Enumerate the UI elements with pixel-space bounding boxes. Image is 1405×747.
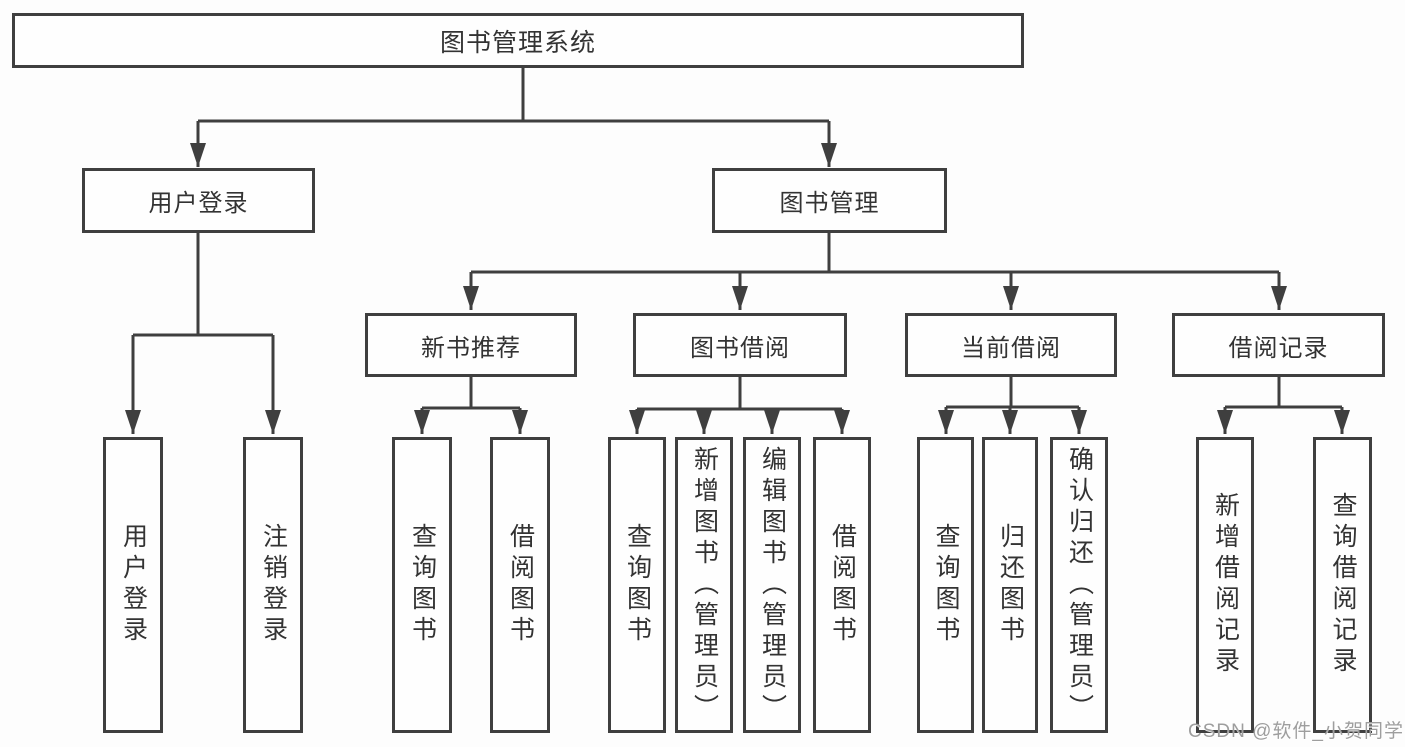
- node-label: 注销登录: [259, 523, 288, 647]
- node-label: 借阅图书: [506, 523, 535, 647]
- edge-line: [133, 233, 273, 337]
- leaf-query-books-1: 查询图书: [392, 437, 452, 733]
- leaf-return-books: 归还图书: [982, 437, 1038, 733]
- connector-borrow-record-children: [1217, 377, 1350, 434]
- node-label: 用户登录: [148, 190, 249, 217]
- leaf-add-books-admin: 新增图书（管理员）: [675, 437, 733, 733]
- node-label: 借阅图书: [828, 523, 857, 647]
- leaf-user-login: 用户登录: [103, 437, 163, 733]
- node-current-borrow: 当前借阅: [905, 313, 1117, 377]
- node-label: 新书推荐: [421, 334, 521, 362]
- connector-book-management-children: [463, 233, 1287, 310]
- node-user-login: 用户登录: [82, 168, 315, 233]
- connector-root-to-level2: [190, 68, 837, 167]
- edge-line: [1225, 377, 1342, 409]
- node-label: 确认归还（管理员）: [1065, 445, 1094, 725]
- node-label: 用户登录: [119, 523, 148, 647]
- edge-line: [946, 377, 1079, 409]
- leaf-logout: 注销登录: [243, 437, 303, 733]
- node-label: 查询图书: [408, 523, 437, 647]
- connector-book-borrow-children: [629, 377, 850, 434]
- node-label: 归还图书: [996, 523, 1025, 647]
- node-label: 借阅记录: [1228, 334, 1329, 362]
- leaf-add-borrow-record: 新增借阅记录: [1196, 437, 1254, 733]
- node-book-borrow: 图书借阅: [633, 313, 847, 377]
- leaf-query-books-3: 查询图书: [917, 437, 974, 733]
- leaf-edit-books-admin: 编辑图书（管理员）: [743, 437, 801, 733]
- node-label: 新增图书（管理员）: [690, 445, 719, 725]
- leaf-query-borrow-record: 查询借阅记录: [1313, 437, 1372, 733]
- connector-new-book-children: [414, 377, 528, 434]
- leaf-borrow-books-1: 借阅图书: [490, 437, 550, 733]
- node-new-book-recommend: 新书推荐: [365, 313, 577, 377]
- edge-line: [198, 68, 829, 123]
- node-label: 新增借阅记录: [1211, 492, 1240, 678]
- node-label: 图书借阅: [690, 334, 790, 362]
- node-label: 编辑图书（管理员）: [758, 445, 787, 725]
- connector-current-borrow-children: [938, 377, 1087, 434]
- connector-user-login-children: [125, 233, 281, 434]
- edge-line: [637, 377, 842, 411]
- edge-line: [422, 377, 520, 410]
- node-book-management: 图书管理: [712, 168, 947, 233]
- leaf-confirm-return-admin: 确认归还（管理员）: [1050, 437, 1108, 733]
- node-borrow-record: 借阅记录: [1172, 313, 1385, 377]
- node-label: 查询图书: [623, 523, 652, 647]
- node-label: 查询借阅记录: [1329, 492, 1357, 678]
- node-label: 图书管理系统: [439, 28, 596, 57]
- leaf-borrow-books-2: 借阅图书: [813, 437, 871, 733]
- edge-line: [471, 233, 1279, 274]
- node-library-management-system: 图书管理系统: [12, 13, 1024, 68]
- node-label: 图书管理: [779, 190, 880, 217]
- csdn-watermark: CSDN @软件_小贺同学: [1188, 721, 1404, 742]
- node-label: 当前借阅: [961, 334, 1061, 362]
- leaf-query-books-2: 查询图书: [608, 437, 666, 733]
- node-label: 查询图书: [932, 523, 960, 647]
